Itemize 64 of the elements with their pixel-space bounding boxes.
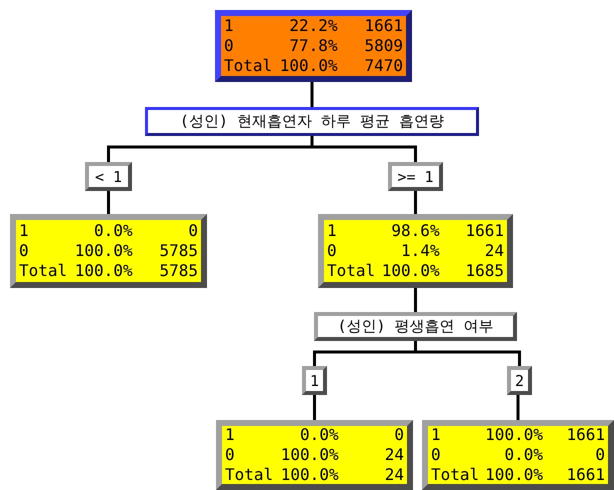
class-label: 1: [225, 425, 236, 445]
percent-value: 100.0%: [280, 465, 339, 485]
percent-value: 100.0%: [381, 261, 440, 281]
count-value: 24: [384, 465, 404, 485]
node-stats-box: [215, 10, 412, 82]
percent-value: 1.4%: [400, 241, 440, 261]
class-label: Total: [431, 465, 480, 485]
class-label: 0: [431, 445, 442, 465]
percent-value: 100.0%: [74, 261, 133, 281]
count-value: 1661: [363, 16, 403, 36]
percent-value: 100.0%: [485, 425, 543, 445]
count-value: 0: [187, 221, 198, 241]
class-label: 1: [327, 221, 338, 241]
node-stats-box: [422, 420, 614, 490]
class-label: 1: [19, 221, 30, 241]
percent-value: 100.0%: [485, 465, 543, 485]
percent-value: 98.6%: [390, 221, 440, 241]
percent-value: 0.0%: [299, 425, 339, 445]
tree-branch-line: [516, 395, 520, 420]
node-stats-box: [10, 214, 207, 288]
class-label: 1: [224, 16, 235, 36]
count-value: 5785: [158, 241, 198, 261]
count-value: 5809: [363, 36, 403, 56]
split-condition-label: (성인) 평생흡연 여부: [314, 312, 517, 341]
percent-value: 100.0%: [280, 445, 339, 465]
count-value: 7470: [363, 56, 403, 76]
count-value: 24: [484, 241, 504, 261]
tree-branch-line: [414, 288, 417, 312]
class-label: Total: [327, 261, 376, 281]
node-stats-box: [318, 214, 513, 288]
tree-branch-line: [414, 341, 521, 366]
percent-value: 0.0%: [503, 445, 543, 465]
count-value: 5785: [158, 261, 198, 281]
tree-branch-line: [313, 395, 316, 420]
count-value: 1661: [565, 465, 605, 485]
class-label: Total: [225, 465, 274, 485]
count-value: 1661: [464, 221, 504, 241]
split-condition-label: 2: [507, 366, 532, 395]
class-label: 0: [225, 445, 236, 465]
class-label: 0: [224, 36, 235, 56]
percent-value: 77.8%: [288, 36, 338, 56]
class-label: 0: [19, 241, 30, 261]
tree-branch-line: [310, 136, 417, 162]
percent-value: 22.2%: [288, 16, 338, 36]
count-value: 1685: [464, 261, 504, 281]
tree-branch-line: [414, 191, 417, 214]
split-condition-label: < 1: [85, 162, 132, 191]
count-value: 1661: [565, 425, 605, 445]
count-value: 0: [594, 445, 605, 465]
class-label: Total: [19, 261, 68, 281]
class-label: 0: [327, 241, 338, 261]
split-variable-label: (성인) 현재흡연자 하루 평균 흡연량: [145, 107, 479, 136]
split-condition-label: 1: [302, 366, 327, 395]
count-value: 0: [393, 425, 404, 445]
percent-value: 100.0%: [74, 241, 133, 261]
split-condition-label: >= 1: [388, 162, 443, 191]
count-value: 24: [384, 445, 404, 465]
tree-branch-line: [310, 82, 314, 107]
class-label: Total: [224, 56, 272, 76]
class-label: 1: [431, 425, 442, 445]
node-stats-box: [216, 420, 413, 490]
tree-branch-line: [107, 191, 110, 214]
percent-value: 0.0%: [93, 221, 133, 241]
percent-value: 100.0%: [278, 56, 338, 76]
